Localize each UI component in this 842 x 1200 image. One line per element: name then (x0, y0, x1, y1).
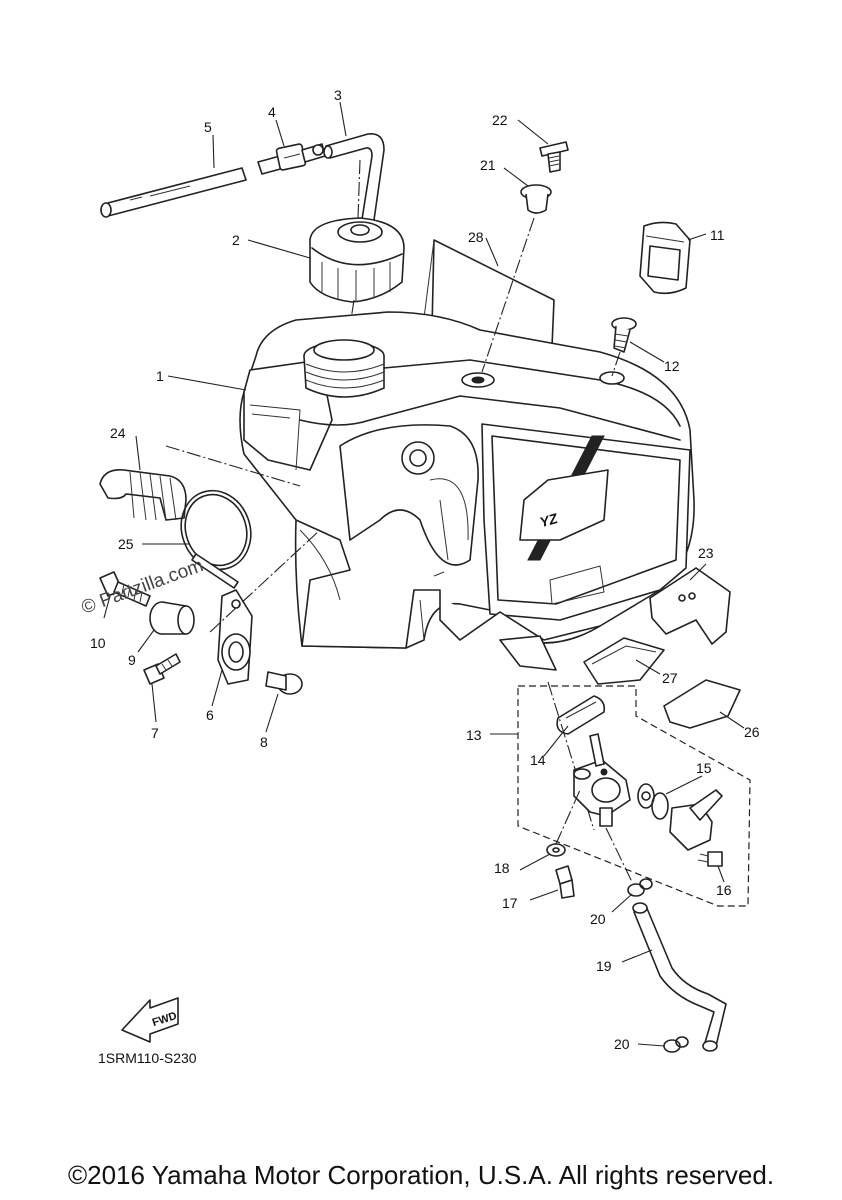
strainer-part-14 (556, 695, 606, 735)
bolt-part-10 (99, 571, 151, 607)
callout-9: 9 (128, 652, 136, 668)
o-ring-part-15 (637, 783, 669, 820)
callout-10: 10 (90, 635, 106, 651)
callout-19: 19 (596, 958, 612, 974)
callout-20-upper: 20 (590, 911, 606, 927)
callout-12: 12 (664, 358, 680, 374)
emblem-text: YZ (538, 510, 560, 530)
callout-16: 16 (716, 882, 732, 898)
bolt-part-22 (539, 141, 569, 173)
collar-part-21 (520, 184, 552, 214)
callout-4: 4 (268, 104, 276, 120)
fuel-cock-body (573, 733, 631, 827)
bracket-part-6 (217, 589, 253, 685)
clip-part-20-lower (663, 1036, 689, 1053)
callout-27: 27 (662, 670, 678, 686)
copyright-footer: ©2016 Yamaha Motor Corporation, U.S.A. A… (67, 1160, 775, 1190)
callout-7: 7 (151, 725, 159, 741)
callout-22: 22 (492, 112, 508, 128)
cover-part-23 (649, 567, 731, 645)
damper-part-9 (149, 601, 195, 635)
pad-part-27 (583, 637, 665, 685)
pad-part-26 (663, 679, 741, 729)
leader-lines (103, 101, 745, 1047)
clip-part-11 (639, 221, 691, 295)
bolt-part-7 (143, 653, 181, 685)
callout-17: 17 (502, 895, 518, 911)
callout-18: 18 (494, 860, 510, 876)
breather-hose-part-5 (100, 167, 247, 218)
callout-2: 2 (232, 232, 240, 248)
breather-valve-part-4 (257, 143, 326, 175)
screw-part-16 (697, 851, 723, 867)
callout-3: 3 (334, 87, 342, 103)
fwd-arrow-icon: FWD (121, 997, 179, 1043)
callout-numbers: 5 4 3 2 1 22 21 28 11 12 24 25 10 9 7 6 … (90, 87, 760, 1052)
fuel-cock-assembly-part-13 (517, 685, 751, 907)
protector-part-24 (99, 468, 187, 521)
callout-26: 26 (744, 724, 760, 740)
callout-13: 13 (466, 727, 482, 743)
band-part-25 (180, 489, 252, 589)
diagram-code: 1SRM110-S230 (98, 1050, 197, 1066)
callout-6: 6 (206, 707, 214, 723)
callout-24: 24 (110, 425, 126, 441)
callout-23: 23 (698, 545, 714, 561)
fuel-tank-part-1: YZ (239, 311, 695, 671)
callout-14: 14 (530, 752, 546, 768)
callout-25: 25 (118, 536, 134, 552)
callout-11: 11 (710, 227, 725, 243)
callout-15: 15 (696, 760, 712, 776)
fuel-cap-part-2 (309, 217, 405, 303)
clip-part-20-upper (627, 878, 653, 897)
bolt-part-8 (265, 671, 303, 695)
screw-part-17 (555, 865, 575, 899)
callout-28: 28 (468, 229, 484, 245)
fuel-cock-lever (669, 789, 723, 851)
callout-5: 5 (204, 119, 212, 135)
callout-8: 8 (260, 734, 268, 750)
callout-20-lower: 20 (614, 1036, 630, 1052)
fuel-hose-part-19 (632, 902, 727, 1052)
screw-part-12 (611, 317, 637, 353)
callout-1: 1 (156, 368, 164, 384)
callout-21: 21 (480, 157, 496, 173)
